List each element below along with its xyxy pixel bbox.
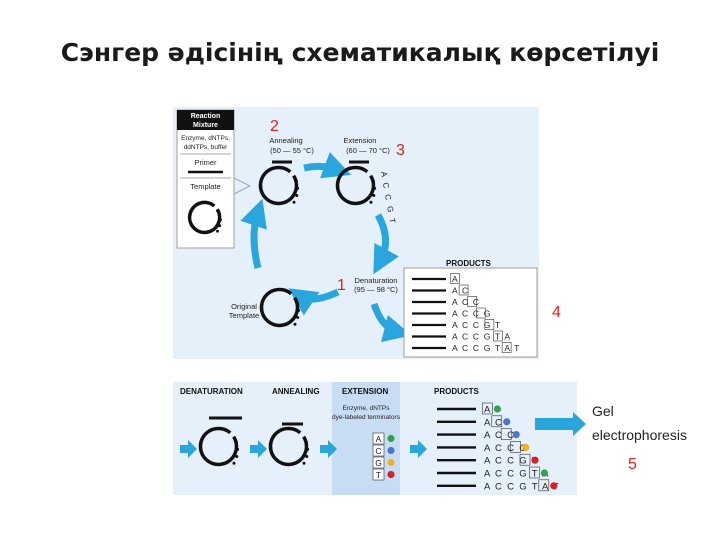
bottom-product-terminal-box: [529, 466, 540, 479]
bottom-product-sequence: A C: [484, 417, 503, 428]
bottom-annealing-header: ANNEALING: [272, 387, 320, 396]
top-product-sequence: A C C: [452, 297, 480, 307]
bottom-product-dye: [493, 405, 501, 413]
terminator-box: [372, 468, 385, 481]
bottom-product-sequence: A C C: [484, 430, 515, 441]
reaction-mixture-box: Reaction Mixture Enzyme, dNTPs, ddNTPs, …: [176, 109, 235, 249]
bottom-product-terminal-box: [538, 479, 550, 492]
terminator-base: C: [375, 446, 381, 456]
annealing-label: Annealing: [269, 136, 302, 145]
terminator-base: A: [376, 434, 382, 444]
template-label: Template: [190, 182, 220, 191]
primer-label: Primer: [194, 158, 217, 167]
top-product-sequence: A C C G T: [452, 320, 501, 330]
gel-arrow: [535, 412, 586, 436]
bottom-product-terminal-box: [500, 428, 512, 440]
bottom-product-sequence: A C C G T A T: [484, 481, 560, 492]
gel-label-1: Gel: [592, 403, 614, 419]
bottom-product-dye: [512, 431, 520, 439]
bottom-product-sequence: A: [484, 405, 492, 416]
bottom-annealing-circle: [268, 422, 310, 467]
terminator-box: [372, 432, 385, 445]
terminator-dye: [387, 446, 395, 455]
step-number-3: 3: [396, 142, 405, 159]
top-products-header: PRODUCTS: [446, 259, 492, 268]
top-product-sequence: A: [452, 274, 459, 284]
gel-label-2: electrophoresis: [592, 427, 687, 443]
bottom-products-rows: AA C A C C A C C G A C C G T A C C G T AA C …: [437, 402, 560, 492]
top-product-sequence: A C C G T A: [452, 332, 511, 342]
page-title: Сэнгер әдісінің схематикалық көрсетілуі: [60, 38, 660, 67]
bottom-product-sequence: A C C G T A: [484, 469, 550, 480]
bottom-denaturation-header: DENATURATION: [180, 387, 243, 396]
terminator-box: [372, 444, 385, 457]
terminator-base: T: [376, 470, 381, 480]
bottom-product-sequence: A C C G T: [484, 456, 539, 467]
denaturation-temp: (95 — 98 °C): [354, 285, 398, 294]
top-product-terminal-box: [475, 307, 486, 319]
terminator-base: G: [375, 458, 382, 468]
bottom-product-terminal-box: [519, 453, 531, 466]
bottom-product-terminal-box: [491, 415, 503, 428]
top-product-terminal-box: [493, 330, 503, 342]
bottom-product-sequence: A C C G: [484, 443, 528, 454]
step-number-1: 1: [337, 277, 346, 294]
top-product-terminal-box: [484, 319, 495, 330]
top-product-terminal-box: [450, 273, 460, 284]
top-products-box: PRODUCTS A A CA C C A C C GA C C G T A C C …: [403, 259, 538, 358]
top-product-sequence: A C C G T A T: [452, 343, 521, 353]
template-circle: [187, 200, 222, 235]
original-template-circle: Original Template: [229, 287, 301, 328]
extension-label: Extension: [344, 136, 377, 145]
top-product-sequence: A C C G: [452, 309, 492, 319]
bottom-denaturation-circle: [198, 416, 242, 467]
extension-temp: (60 — 70 °C): [346, 146, 390, 155]
bottom-product-dye: [503, 418, 511, 426]
mixture-desc-1: Enzyme, dNTPs,: [181, 135, 230, 142]
bottom-products-header: PRODUCTS: [434, 387, 480, 396]
ext-desc-1: Enzyme, dNTPs: [343, 405, 391, 412]
denaturation-label: Denaturation: [355, 276, 398, 285]
original-label-2: Template: [229, 311, 259, 320]
terminator-box: [372, 456, 385, 469]
annealing-circle: Annealing (50 — 55 °C): [258, 136, 314, 206]
bottom-product-dye: [550, 482, 558, 490]
annealing-temp: (50 — 55 °C): [270, 146, 314, 155]
original-label-1: Original: [231, 302, 257, 311]
step-number-5: 5: [628, 456, 637, 473]
mixture-title-2: Mixture: [193, 122, 218, 129]
bottom-product-dye: [531, 456, 539, 464]
top-products-rows: A A CA C C A C C GA C C G T A C C G T AA C …: [412, 273, 521, 353]
bottom-product-dye: [540, 469, 549, 477]
top-product-terminal-box: [467, 296, 478, 307]
step-number-4: 4: [552, 304, 561, 321]
bottom-flow-arrows: [180, 440, 427, 458]
bottom-product-terminal-box: [482, 402, 493, 415]
mixture-desc-2: ddNTPs, buffer: [184, 144, 228, 151]
bottom-product-terminal-box: [510, 441, 521, 453]
top-product-sequence: A C: [452, 286, 469, 296]
bottom-extension-header: EXTENSION: [342, 387, 388, 396]
terminator-dye: [387, 458, 395, 467]
ext-desc-2: dye-labeled terminators: [332, 414, 401, 421]
step-number-2: 2: [270, 118, 279, 135]
terminator-dye: [387, 434, 395, 443]
cycle-arrows: [240, 151, 412, 343]
mixture-title-1: Reaction: [191, 113, 221, 120]
bottom-product-dye: [522, 443, 530, 451]
top-product-terminal-box: [458, 284, 469, 296]
mixture-arrow: [233, 177, 252, 195]
top-product-terminal-box: [501, 342, 512, 353]
terminator-dye: [387, 470, 395, 479]
